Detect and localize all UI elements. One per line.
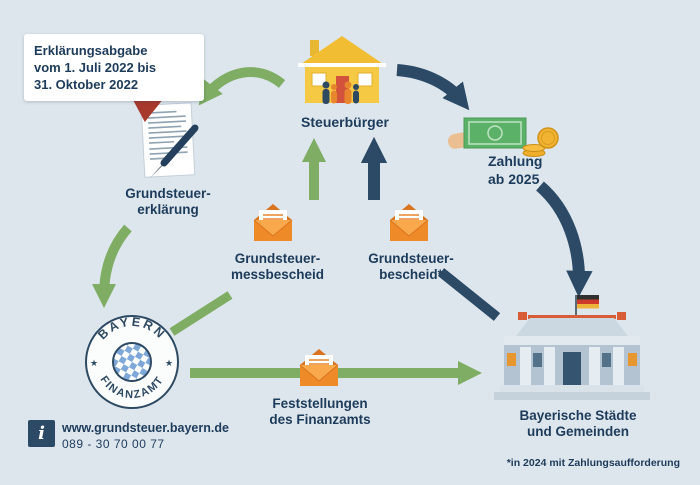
label-staedte-gemeinden: Bayerische Städte und Gemeinden <box>519 408 637 439</box>
label-messbescheid: Grundsteuer- messbescheid <box>230 251 325 282</box>
building-icon <box>492 292 652 409</box>
website-url: www.grundsteuer.bayern.de <box>62 421 229 435</box>
label-feststellungen: Feststellungen des Finanzamts <box>269 396 371 427</box>
window <box>311 72 327 87</box>
callout-line: vom 1. Juli 2022 bis <box>34 60 157 75</box>
window <box>628 353 637 366</box>
column <box>520 347 531 385</box>
envelope-bescheid-icon <box>386 203 432 248</box>
people-icons <box>322 81 359 104</box>
roof <box>298 36 386 66</box>
green-arrow-steuerbuerger-to-erklaerung <box>198 67 286 106</box>
info-icon: i <box>28 420 55 447</box>
pen-icon <box>150 124 199 178</box>
blue-arrow-zahlung-to-gemeinden <box>535 181 593 298</box>
window <box>357 72 373 87</box>
bavaria-lozenge-emblem <box>112 342 152 382</box>
phone-number: 089 - 30 70 00 77 <box>62 437 165 451</box>
envelope-feststellungen-icon <box>296 348 342 393</box>
hand-money-icon <box>447 112 560 165</box>
envelope-messbescheid-icon <box>250 203 296 248</box>
green-arrow-erklaerung-to-finanzamt <box>92 224 132 308</box>
callout-line: 31. Oktober 2022 <box>34 77 139 92</box>
green-connector-finanzamt-to-messbescheid <box>169 291 233 336</box>
label-steuerbuerger: Steuerbürger <box>301 114 389 130</box>
window <box>602 353 611 367</box>
building-door <box>563 352 581 385</box>
banknote <box>463 117 527 149</box>
label-zahlung: Zahlung ab 2025 <box>488 153 543 187</box>
column <box>589 347 600 385</box>
chimney <box>310 40 319 56</box>
window <box>533 353 542 367</box>
pediment <box>516 318 628 336</box>
callout-line: Erklärungsabgabe <box>34 43 148 58</box>
column <box>544 347 555 385</box>
label-bescheid: Grundsteuer- bescheid* <box>368 251 454 282</box>
coins-icon <box>522 127 559 157</box>
seal-star-right: ★ <box>165 358 173 368</box>
deadline-callout: Erklärungsabgabe vom 1. Juli 2022 bis 31… <box>24 34 204 101</box>
label-grundsteuererklaerung: Grundsteuer- erklärung <box>125 186 211 217</box>
steps <box>494 392 650 400</box>
steps <box>500 385 644 392</box>
german-flag-icon <box>575 295 599 318</box>
house-icon <box>296 30 388 113</box>
column <box>613 347 624 385</box>
document-icon <box>138 102 200 185</box>
bayern-finanzamt-seal-icon: BAYERN FINANZAMT ★ ★ <box>84 314 180 415</box>
window <box>507 353 516 366</box>
blue-arrow-steuerbuerger-to-zahlung <box>396 64 470 111</box>
seal-star-left: ★ <box>90 358 98 368</box>
footnote: *in 2024 mit Zahlungsaufforderung <box>506 457 680 469</box>
